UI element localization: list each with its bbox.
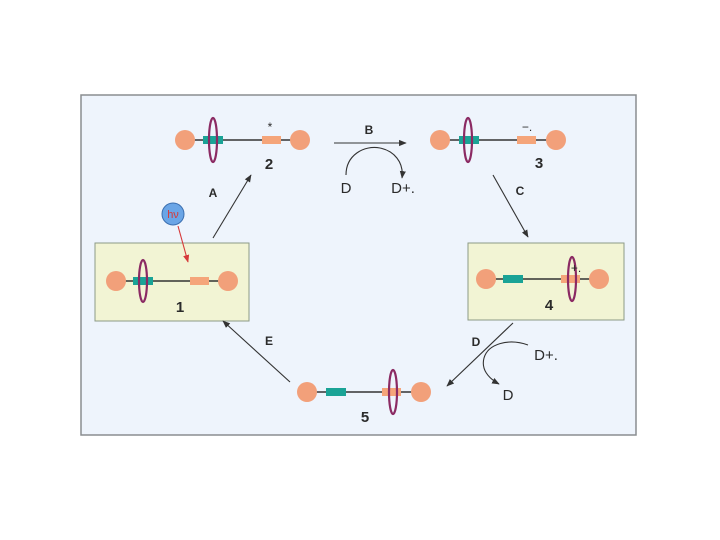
arrow-step-D — [446, 322, 514, 387]
orange-station — [262, 136, 281, 144]
macrocycle-ring — [137, 258, 149, 304]
right-stopper — [218, 271, 238, 291]
light-arrow — [177, 225, 190, 263]
right-stopper — [589, 269, 609, 289]
left-stopper — [476, 269, 496, 289]
donor-cation-label-B: D+. — [391, 180, 415, 197]
step-A-label: A — [209, 186, 218, 200]
left-stopper — [430, 130, 450, 150]
photon-icon — [161, 202, 185, 226]
step-D-label: D — [472, 335, 481, 349]
species-3-charge: −. — [522, 120, 532, 134]
rotaxane-5 — [297, 368, 431, 416]
macrocycle-ring — [387, 368, 399, 416]
orange-station — [561, 275, 580, 283]
rotaxane-3 — [430, 116, 566, 164]
left-stopper — [297, 382, 317, 402]
species-3-number: 3 — [535, 155, 543, 172]
teal-station — [326, 388, 346, 396]
species-1-number: 1 — [176, 299, 184, 316]
orange-station — [382, 388, 401, 396]
species-5-number: 5 — [361, 409, 369, 426]
left-stopper — [175, 130, 195, 150]
species-4-charge: +. — [571, 261, 581, 275]
step-E-label: E — [265, 334, 273, 348]
arrow-step-E — [222, 320, 291, 383]
orange-station — [517, 136, 536, 144]
teal-station — [459, 136, 479, 144]
right-stopper — [546, 130, 566, 150]
arrow-step-A — [212, 174, 252, 239]
macrocycle-ring — [207, 116, 219, 164]
donor-cation-label-D: D+. — [534, 347, 558, 364]
rotaxane-2 — [175, 116, 310, 164]
donor-label-B: D — [341, 180, 352, 197]
macrocycle-ring — [566, 255, 578, 303]
right-stopper — [411, 382, 431, 402]
arrow-step-C — [492, 174, 529, 238]
donor-reduction-arrow-D — [482, 341, 529, 385]
species-4-number: 4 — [545, 297, 554, 314]
step-C-label: C — [516, 184, 525, 198]
species-2-charge: * — [268, 120, 273, 134]
macrocycle-ring — [462, 116, 474, 164]
step-B-label: B — [365, 123, 374, 137]
teal-station — [203, 136, 223, 144]
species-2-number: 2 — [265, 156, 273, 173]
orange-station — [190, 277, 209, 285]
teal-station — [133, 277, 153, 285]
rotaxane-4 — [476, 255, 609, 303]
donor-label-D: D — [503, 387, 514, 404]
left-stopper — [106, 271, 126, 291]
teal-station — [503, 275, 523, 283]
photon-label: hν — [167, 209, 179, 221]
right-stopper — [290, 130, 310, 150]
donor-oxidation-arrow-B — [345, 146, 406, 179]
rotaxane-1 — [106, 258, 238, 304]
